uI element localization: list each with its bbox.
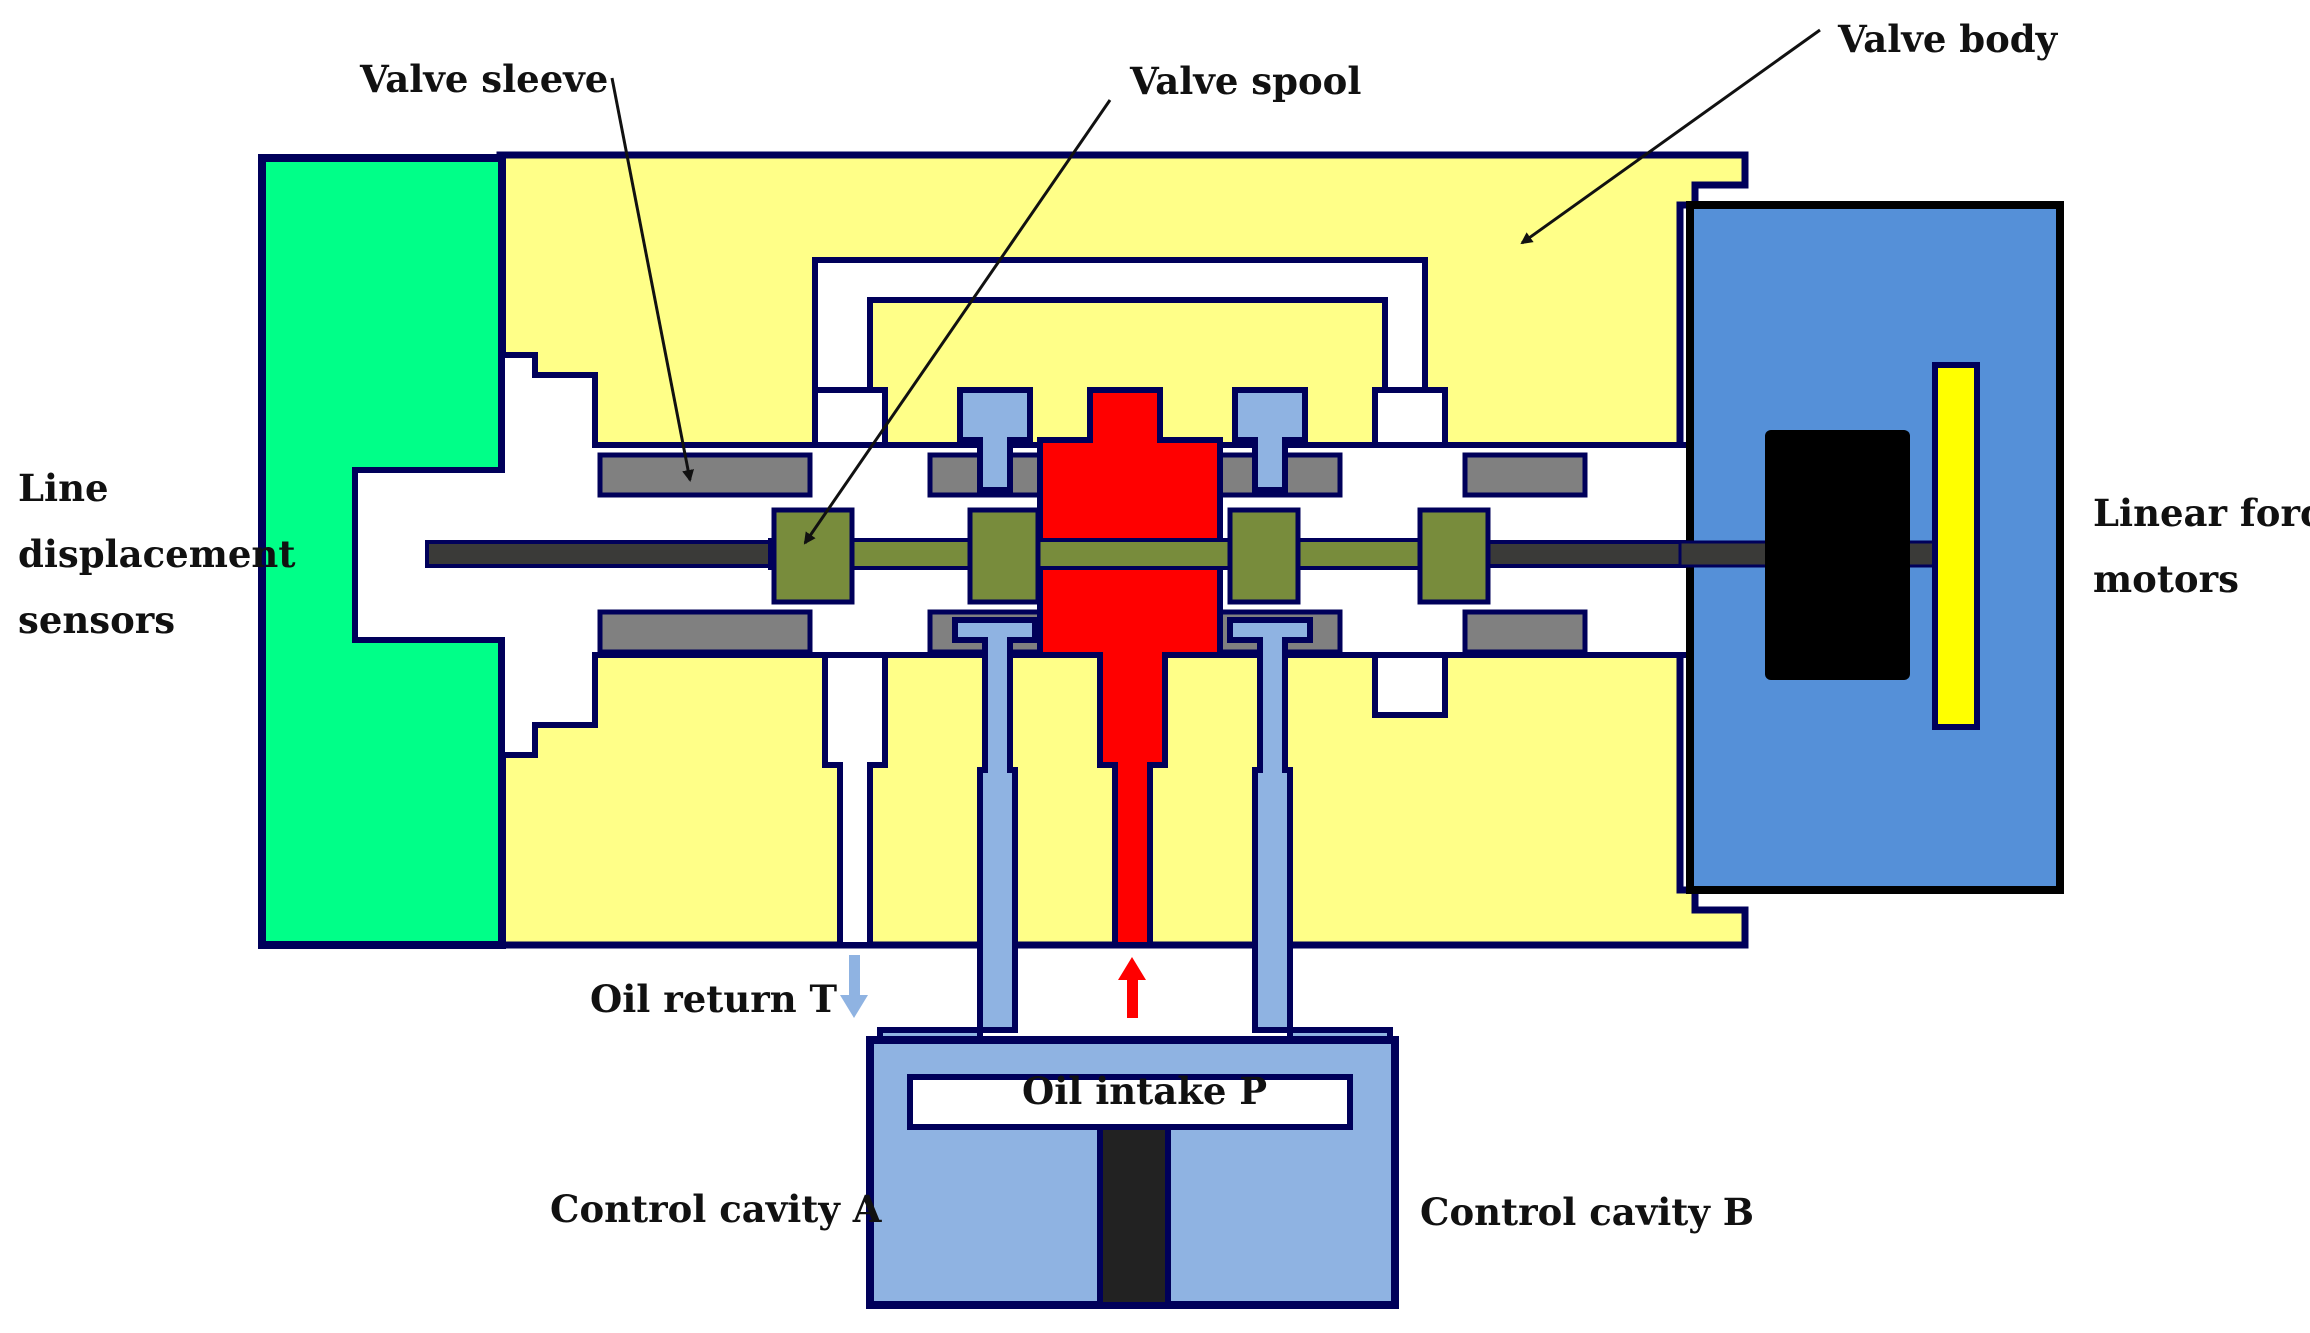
line-displacement-sensors-label-line1: Line (18, 466, 109, 510)
control-b-upper-channel (1232, 387, 1308, 493)
valve-body-label: Valve body (1838, 17, 2058, 61)
actuator-oil-intake-chamber (907, 1074, 1353, 1130)
pressure-oil-channel (1037, 387, 1223, 948)
spool-land-4 (1417, 507, 1491, 605)
control-cavity-a-label: Control cavity A (550, 1187, 882, 1231)
return-port-right-notch-upper (1372, 387, 1448, 448)
linear-force-motors-label-line1: Linear force (2093, 491, 2310, 535)
control-a-lower-channel (877, 617, 1038, 1093)
oil-intake-label: Oil intake P (1022, 1069, 1268, 1113)
line-displacement-sensors-label-line3: sensors (18, 598, 176, 642)
valve-spool-label: Valve spool (1130, 59, 1362, 103)
control-cavity-b-label: Control cavity B (1420, 1190, 1755, 1234)
return-port-channel (822, 652, 888, 948)
valve-body-leader (1520, 28, 1821, 245)
spool-shaft (768, 538, 1472, 570)
spool-land-2 (967, 507, 1041, 605)
motor-coil (1932, 362, 1980, 730)
return-flow-arrow (840, 955, 868, 1018)
valve-sleeve-label: Valve sleeve (360, 57, 609, 101)
return-port-upper-notch (812, 387, 888, 448)
valve-sleeve-upper-left (597, 452, 813, 498)
intake-flow-arrow (1118, 957, 1146, 1018)
valve-spool-leader (803, 99, 1112, 545)
spool-land-3 (1227, 507, 1301, 605)
line-displacement-sensors-label-line2: displacement (18, 532, 296, 576)
linear-force-motors-label-line2: motors (2093, 557, 2239, 601)
actuator-piston (1097, 1124, 1171, 1308)
valve-sleeve-lower-left (597, 609, 813, 655)
control-a-channel (957, 387, 1033, 493)
valve-sleeve-upper-right (1462, 452, 1588, 498)
valve-sleeve-lower-right (1462, 609, 1588, 655)
return-port-right-notch-lower (1372, 652, 1448, 718)
valve-sleeve-leader (610, 77, 694, 482)
oil-return-label: Oil return T (590, 977, 838, 1021)
spool-land-1 (771, 507, 855, 605)
motor-armature (1765, 430, 1910, 680)
